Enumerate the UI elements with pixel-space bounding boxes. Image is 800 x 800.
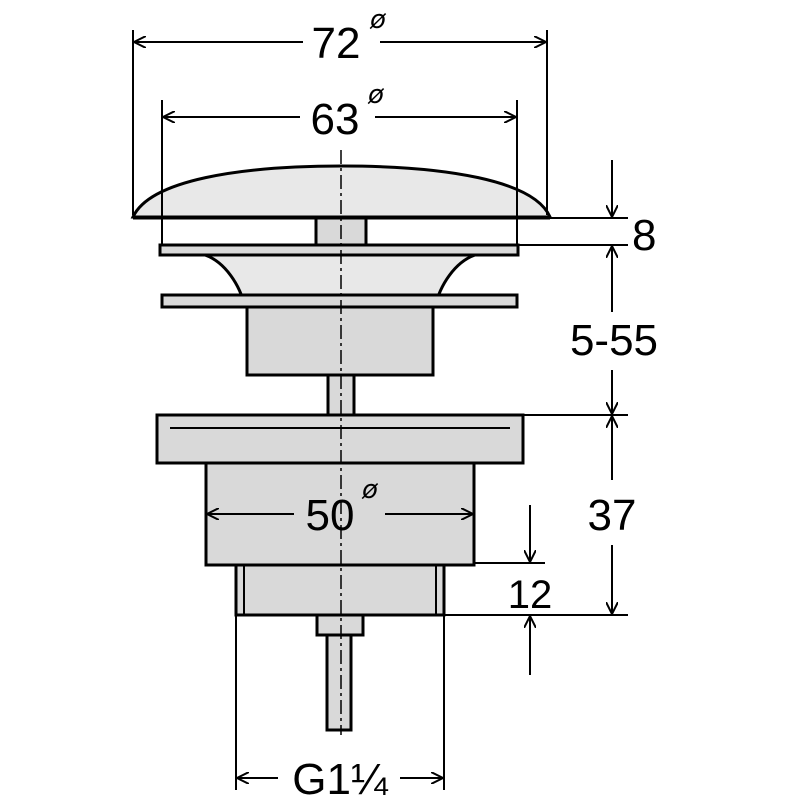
outer-diameter-symbol: ø [369, 5, 387, 35]
flange-plate [160, 293, 519, 309]
valve-body [130, 150, 553, 735]
dimension-thread-length: 12 [508, 505, 553, 675]
bottom-nut [315, 613, 365, 637]
adjust-range-value: 5-55 [570, 316, 658, 365]
body-diameter-symbol: ø [361, 475, 379, 505]
extension-lines [132, 30, 628, 790]
body-diameter-value: 50 [306, 491, 355, 540]
thread-length-value: 12 [508, 573, 553, 617]
outer-diameter-value: 72 [312, 19, 361, 68]
dimension-body-height: 37 [588, 417, 637, 613]
dimension-body-diameter: 50 ø [208, 475, 472, 540]
dimension-thread-size: G1¼ [238, 755, 442, 800]
cap-dome [130, 164, 553, 219]
bottom-rod [325, 633, 353, 732]
dimension-cap-height: 8 [612, 160, 656, 300]
body-height-value: 37 [588, 491, 637, 540]
dimension-adjust-range: 5-55 [570, 300, 658, 413]
threaded-section [234, 563, 446, 617]
upper-housing [245, 305, 435, 377]
cap-diameter-value: 63 [311, 95, 360, 144]
cap-diameter-symbol: ø [367, 80, 385, 110]
lower-flange [155, 413, 525, 465]
thread-size-value: G1¼ [292, 755, 389, 800]
cap-height-value: 8 [632, 211, 656, 260]
dimension-cap-diameter: 63 ø [164, 80, 515, 144]
dimension-outer-diameter: 72 ø [135, 5, 545, 68]
